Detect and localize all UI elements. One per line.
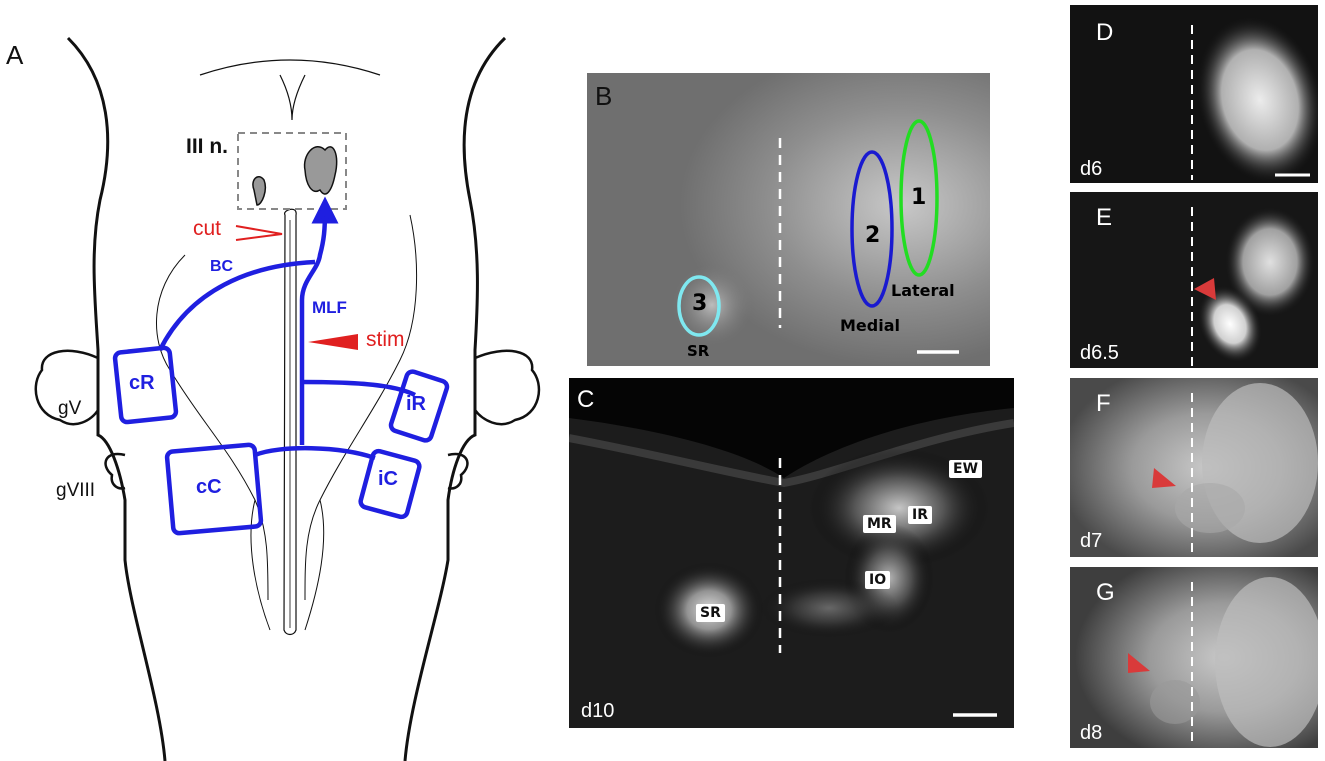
oval-2-label: 2 bbox=[865, 223, 881, 248]
region-ir-label: iR bbox=[406, 393, 426, 415]
brainstem-schematic bbox=[34, 36, 541, 761]
gv-label: gV bbox=[58, 398, 82, 419]
brain-outline-left bbox=[66, 36, 167, 761]
region-ic-label: iC bbox=[378, 468, 398, 490]
oval-medial bbox=[850, 150, 894, 308]
region-ir-box bbox=[388, 369, 450, 443]
panel-e-day: d6.5 bbox=[1080, 342, 1119, 364]
nucleus-box bbox=[237, 132, 347, 210]
panel-a-letter: A bbox=[6, 40, 24, 70]
mlf-label: MLF bbox=[312, 298, 347, 317]
panel-g-letter: G bbox=[1096, 579, 1115, 606]
tag-mr: MR bbox=[863, 515, 896, 533]
cut-marker bbox=[235, 225, 283, 241]
lower-inner-right bbox=[304, 499, 325, 631]
bc-pathway bbox=[157, 259, 316, 352]
panel-g-image: G d8 bbox=[1070, 567, 1318, 748]
medial-label: Medial bbox=[840, 316, 900, 335]
top-notch bbox=[279, 74, 306, 121]
nucleus-blob-small bbox=[252, 176, 267, 206]
gv-left bbox=[34, 349, 100, 426]
oval-1-label: 1 bbox=[911, 185, 927, 210]
panel-d-day: d6 bbox=[1080, 158, 1103, 180]
panel-b-image: B 1 2 3 Lateral Medial SR bbox=[587, 73, 990, 366]
region-ic-box bbox=[358, 448, 422, 520]
panel-g-day: d8 bbox=[1080, 722, 1103, 744]
gviii-left bbox=[104, 452, 126, 490]
panel-f-image: F d7 bbox=[1070, 378, 1318, 557]
arrow-e bbox=[1194, 278, 1216, 300]
panel-e-image: E d6.5 bbox=[1070, 192, 1318, 368]
tag-ew: EW bbox=[949, 460, 983, 478]
panel-f-day: d7 bbox=[1080, 530, 1103, 552]
region-cc-label: cC bbox=[196, 476, 222, 498]
mlf-pathway bbox=[299, 196, 339, 445]
oval-3-label: 3 bbox=[692, 291, 708, 316]
cc-ic-branch bbox=[254, 445, 376, 461]
mlf-ir-branch bbox=[301, 379, 417, 398]
arrow-g bbox=[1128, 653, 1150, 673]
brain-outline-right bbox=[403, 36, 507, 761]
panel-c-day: d10 bbox=[581, 700, 615, 722]
panel-c-image: C EW MR IR IO SR d10 bbox=[569, 378, 1014, 728]
panel-c-letter: C bbox=[577, 386, 595, 413]
tag-ir: IR bbox=[908, 506, 932, 524]
nucleus-blob-large bbox=[303, 146, 338, 195]
lateral-label: Lateral bbox=[891, 281, 955, 300]
region-cr-box bbox=[112, 345, 179, 425]
cut-label: cut bbox=[193, 217, 222, 240]
nucleus-label: III n. bbox=[186, 135, 228, 158]
tag-io: IO bbox=[865, 571, 891, 589]
oval-lateral bbox=[899, 119, 939, 277]
oval-sr bbox=[677, 275, 721, 337]
gv-right bbox=[473, 349, 541, 426]
panel-d-letter: D bbox=[1096, 19, 1114, 46]
gviii-right bbox=[447, 452, 469, 490]
gviii-label: gVIII bbox=[56, 480, 96, 501]
lower-inner-left bbox=[250, 499, 271, 631]
arrow-f bbox=[1152, 468, 1176, 488]
region-cr-label: cR bbox=[129, 372, 155, 394]
panel-d-image: D d6 bbox=[1070, 5, 1318, 183]
inner-line-right bbox=[304, 214, 418, 601]
stim-label: stim bbox=[366, 328, 405, 351]
inner-line-left bbox=[156, 254, 269, 601]
midline-canal bbox=[283, 208, 297, 636]
panel-f-letter: F bbox=[1096, 390, 1111, 417]
top-arch bbox=[199, 59, 381, 76]
panel-e-letter: E bbox=[1096, 204, 1113, 231]
sr-label: SR bbox=[687, 342, 710, 360]
tag-sr: SR bbox=[696, 604, 725, 622]
bc-label: BC bbox=[210, 258, 234, 275]
panel-b-letter: B bbox=[595, 81, 613, 111]
region-cc-box bbox=[164, 442, 264, 536]
stim-marker bbox=[308, 334, 358, 350]
arrowhead-up bbox=[315, 200, 335, 222]
